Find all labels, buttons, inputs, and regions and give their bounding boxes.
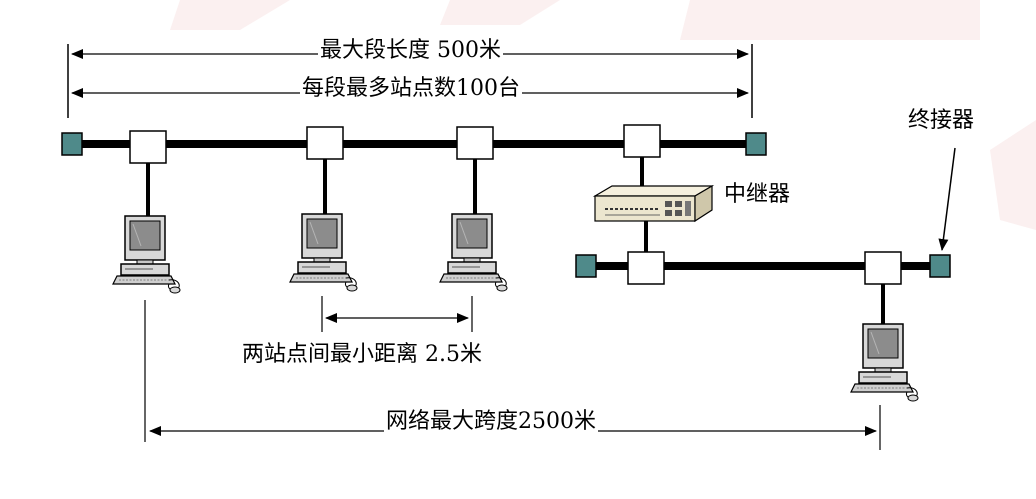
cable-segment-1 (61, 124, 767, 218)
transceiver-box (627, 251, 665, 285)
transceiver-box (306, 126, 344, 160)
min-station-distance-label: 两站点间最小距离 2.5米 (240, 342, 484, 368)
max-network-span-label: 网络最大跨度2500米 (384, 409, 598, 435)
background-decoration (170, 0, 1036, 230)
desktop-computer-icon (289, 213, 358, 292)
terminator-pointer-arrow (938, 147, 956, 251)
repeater-label: 中继器 (722, 182, 793, 208)
terminator-label: 终接器 (906, 108, 977, 134)
cable-segment-2 (575, 251, 951, 326)
terminator-right-2 (929, 254, 951, 278)
desktop-computer-icon (439, 213, 508, 292)
terminator-right-1 (745, 132, 767, 156)
repeater-device-icon (592, 184, 715, 223)
transceiver-box (456, 126, 494, 160)
desktop-computer-icon (112, 215, 181, 294)
transceiver-box (623, 124, 661, 158)
transceiver-box (864, 251, 902, 285)
terminator-left-2 (575, 254, 597, 278)
max-stations-per-segment-label: 每段最多站点数100台 (300, 76, 522, 102)
max-segment-length-label: 最大段长度 500米 (318, 38, 503, 64)
min-distance-dimension (321, 296, 473, 332)
terminator-left-1 (61, 132, 83, 156)
transceiver-box (129, 130, 167, 164)
desktop-computer-icon (850, 323, 919, 402)
